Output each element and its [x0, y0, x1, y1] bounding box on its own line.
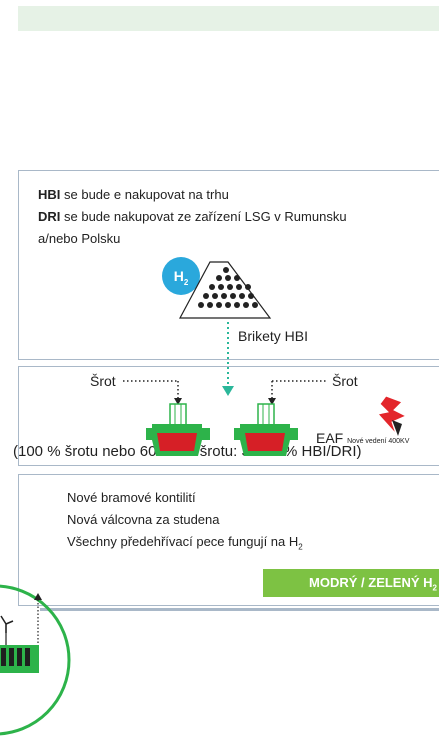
eaf-label: EAF Nové vedení 400KV	[316, 430, 409, 446]
hbi-text: HBI se bude e nakupovat na trhu	[38, 187, 229, 202]
hbi-label: HBI	[38, 187, 61, 202]
dri-text: DRI se bude nakupovat ze zařízení LSG v …	[38, 209, 347, 224]
eaf-ladle-left-icon	[146, 403, 210, 456]
power-line-label: Nové vedení 400KV	[347, 438, 410, 445]
scrap-right-arrow	[268, 380, 326, 405]
eaf-text: EAF	[316, 430, 344, 446]
eaf-ladle-right-icon	[234, 403, 298, 456]
scrap-left-arrow	[123, 380, 182, 405]
item-cold-rolling: Nová válcovna za studena	[67, 512, 220, 527]
h2-badge: H2	[162, 257, 200, 295]
green-plant-circle-icon	[0, 584, 71, 736]
dri-description-cont: a/nebo Polsku	[38, 231, 121, 246]
item-slab-caster: Nové bramové kontilití	[67, 490, 196, 505]
item-furnaces-main: Všechny předehřívací pece fungují na H	[67, 534, 299, 549]
tag-main: MODRÝ / ZELENÝ H	[309, 575, 433, 590]
item-furnaces: Všechny předehřívací pece fungují na H2	[67, 534, 303, 552]
lightning-icon	[377, 395, 408, 436]
hbi-pile-icon	[178, 261, 272, 319]
top-banner	[18, 6, 439, 31]
tag-sub: 2	[432, 583, 437, 593]
h2-badge-main: H	[173, 268, 184, 284]
dri-description: se bude nakupovat ze zařízení LSG v Rumu…	[60, 209, 347, 224]
hbi-briquettes-label: Brikety HBI	[238, 328, 309, 344]
h2-badge-sub: 2	[183, 277, 189, 287]
hbi-description: se bude e nakupovat na trhu	[60, 187, 229, 202]
briquette-flow-arrow	[222, 322, 234, 396]
divider	[40, 608, 439, 611]
item-furnaces-sub: 2	[298, 542, 303, 552]
scrap-right-label: Šrot	[332, 373, 358, 389]
dri-label: DRI	[38, 209, 61, 224]
scrap-left-label: Šrot	[90, 373, 116, 389]
blue-green-h2-tag: MODRÝ / ZELENÝ H2	[263, 569, 439, 597]
